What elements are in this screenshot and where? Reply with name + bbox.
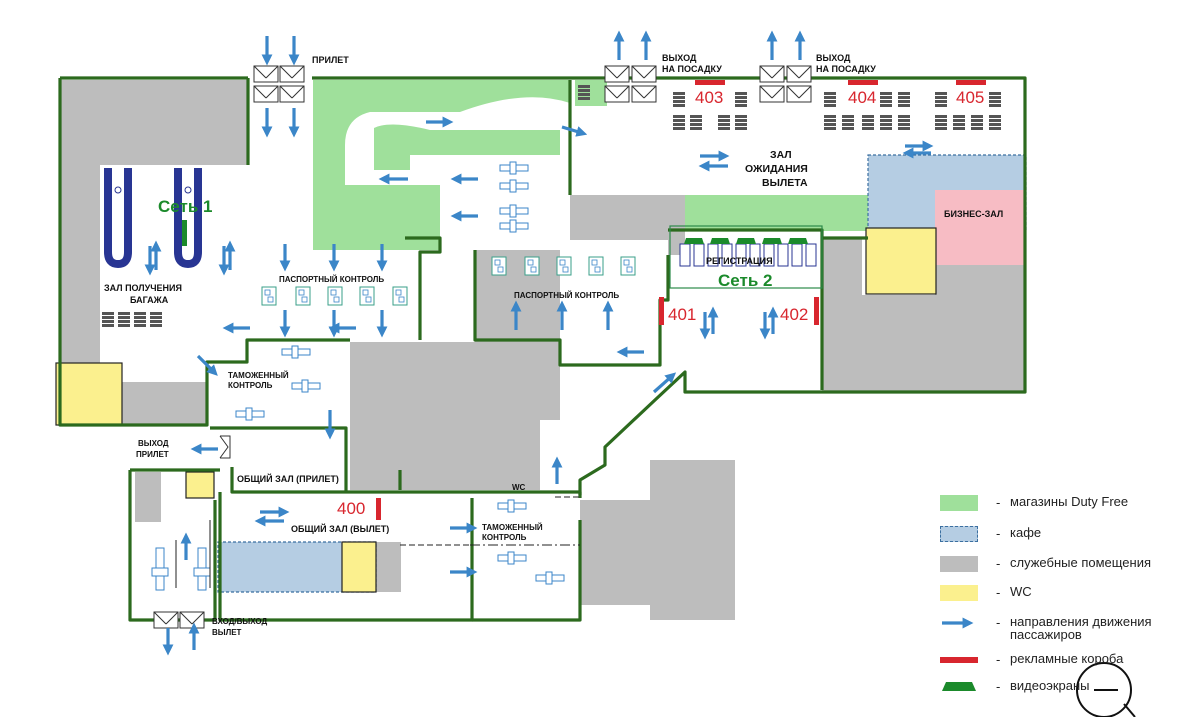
swatch-cafe (940, 526, 978, 542)
label-gate-exit-2: ВЫХОД (816, 53, 851, 63)
legend-item-service: - служебные помещения (940, 556, 1190, 578)
legend-item-cafe: - кафе (940, 526, 1190, 548)
label-baggage-1: ЗАЛ ПОЛУЧЕНИЯ (104, 283, 182, 293)
legend-item-ad-box: - рекламные короба (940, 652, 1190, 674)
label-hall-departure: ОБЩИЙ ЗАЛ (ВЫЛЕТ) (291, 523, 389, 534)
legend-dash: - (996, 526, 1001, 541)
legend-label: видеоэкраны (1010, 678, 1090, 693)
label-waiting-3: ВЫЛЕТА (762, 177, 808, 189)
ad-number-405: 405 (956, 88, 984, 107)
service-areas (60, 80, 1025, 620)
label-gate-exit-2b: НА ПОСАДКУ (816, 64, 876, 74)
legend-label: рекламные короба (1010, 651, 1124, 666)
swatch-service (940, 556, 978, 572)
legend-dash: - (996, 679, 1001, 694)
label-exit-arrival-1: ВЫХОД (138, 439, 169, 448)
legend-dash: - (996, 556, 1001, 571)
label-customs-2b: КОНТРОЛЬ (482, 533, 527, 542)
label-wc: WC (512, 483, 526, 492)
ad-number-401: 401 (668, 305, 696, 324)
label-business: БИЗНЕС-ЗАЛ (944, 209, 1003, 219)
label-customs-2a: ТАМОЖЕННЫЙ (482, 523, 543, 532)
legend-item-duty-free: - магазины Duty Free (940, 495, 1190, 517)
label-entry-2: ВЫЛЕТ (212, 628, 242, 637)
seat-row-icon (102, 312, 162, 327)
label-customs-1b: КОНТРОЛЬ (228, 381, 273, 390)
label-passport-1: ПАСПОРТНЫЙ КОНТРОЛЬ (279, 275, 384, 284)
ad-number-400: 400 (337, 499, 365, 518)
label-gate-exit-1: ВЫХОД (662, 53, 697, 63)
checkin-frame (669, 225, 823, 289)
checkin-counters (679, 243, 817, 267)
swatch-duty-free (940, 495, 978, 511)
swatch-wc (940, 585, 978, 601)
legend-dash: - (996, 652, 1001, 667)
baggage-carousel-icon (104, 168, 202, 269)
label-gate-exit-1b: НА ПОСАДКУ (662, 64, 722, 74)
scanner-icon (151, 547, 211, 591)
legend-label: WC (1010, 584, 1032, 599)
ad-box (376, 80, 986, 520)
label-waiting-1: ЗАЛ (770, 149, 792, 161)
network-marker (182, 220, 187, 246)
walls (58, 76, 1027, 622)
legend-dash: - (996, 585, 1001, 600)
legend-label: кафе (1010, 525, 1042, 540)
legend-item-wc: - WC (940, 585, 1190, 607)
label-customs-1a: ТАМОЖЕННЫЙ (228, 371, 289, 380)
wc-areas (55, 227, 937, 593)
door-icon (219, 435, 231, 459)
ad-number-402: 402 (780, 305, 808, 324)
label-entry-1: ВХОД/ВЫХОД (212, 617, 267, 626)
label-exit-arrival-2: ПРИЛЕТ (136, 450, 169, 459)
compass-icon (1076, 662, 1136, 717)
ad-number-404: 404 (848, 88, 876, 107)
video-screen-icon (684, 238, 808, 244)
legend-label: служебные помещения (1010, 555, 1152, 570)
legend-label: направления движения пассажиров (1010, 614, 1152, 642)
legend-dash: - (996, 615, 1001, 630)
legend-label: магазины Duty Free (1010, 494, 1129, 509)
label-passport-2: ПАСПОРТНЫЙ КОНТРОЛЬ (514, 291, 619, 300)
network-label-2: Сеть 2 (718, 271, 772, 290)
label-arrival: ПРИЛЕТ (312, 55, 349, 65)
legend-dash: - (996, 495, 1001, 510)
swatch-ad-box (940, 657, 978, 663)
network-label-1: Сеть 1 (158, 197, 212, 216)
legend-item-arrow: - направления движения пассажиров (940, 615, 1190, 643)
label-checkin: РЕГИСТРАЦИЯ (706, 256, 773, 266)
label-baggage-2: БАГАЖА (130, 295, 169, 305)
legend-item-screen: - видеоэкраны (940, 679, 1190, 701)
business-lounge (935, 190, 1025, 265)
ad-number-403: 403 (695, 88, 723, 107)
video-screen-icon (942, 682, 976, 691)
label-waiting-2: ОЖИДАНИЯ (745, 163, 808, 175)
arrow-icon (942, 617, 974, 629)
arrow-icon (144, 30, 934, 656)
label-hall-arrival: ОБЩИЙ ЗАЛ (ПРИЛЕТ) (237, 473, 339, 484)
dashed-line (400, 496, 580, 546)
